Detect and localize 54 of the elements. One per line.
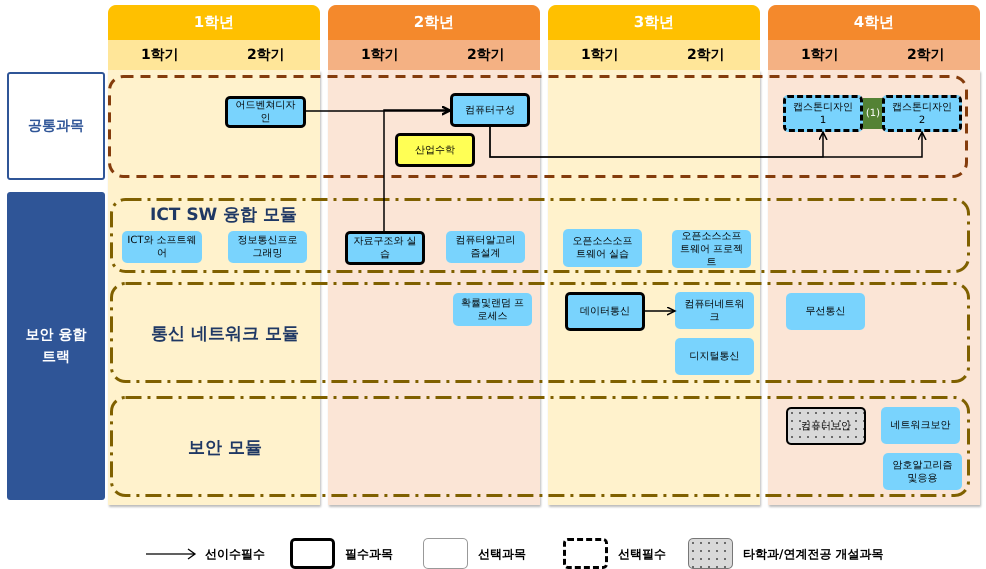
course-box: 캡스톤디자인2	[882, 95, 962, 132]
course-box: 컴퓨터보안	[786, 407, 866, 445]
year-header-block	[548, 5, 760, 70]
arrow	[489, 127, 927, 158]
year-header-block	[108, 5, 320, 70]
arrow	[383, 105, 451, 231]
year-header: 3학년	[548, 5, 760, 40]
course-box: 확률및랜덤 프로세스	[453, 293, 532, 326]
course-box: ICT와 소프트웨어	[122, 231, 202, 263]
sequence-tag: (1)	[863, 98, 883, 129]
semester-label: 2학기	[247, 46, 285, 64]
semester-label: 1학기	[581, 46, 619, 64]
module-region	[110, 282, 970, 383]
row-header: 공통과목	[7, 72, 105, 180]
legend-label: 타학과/연계전공 개설과목	[743, 546, 884, 563]
module-region	[110, 396, 970, 497]
course-box: 어드벤쳐디자인	[225, 96, 306, 128]
year-header-block	[328, 5, 540, 70]
row-header: 보안 융합트랙	[7, 192, 105, 500]
course-box: 컴퓨터구성	[450, 93, 530, 127]
semester-label: 2학기	[687, 46, 725, 64]
dashed-region	[108, 75, 968, 178]
course-box: 네트워크보안	[881, 407, 960, 444]
legend-label: 필수과목	[345, 546, 393, 563]
course-box: 오픈소스소프트웨어 프로젝트	[672, 230, 751, 268]
legend-label: 선택과목	[478, 546, 526, 563]
course-box: 컴퓨터네트워크	[675, 292, 754, 329]
year-header: 2학년	[328, 5, 540, 40]
legend-label: 선택필수	[618, 546, 666, 563]
arrow	[645, 306, 676, 316]
course-box: 오픈소스소프트웨어 실습	[563, 229, 642, 267]
course-box: 무선통신	[786, 293, 865, 330]
semester-label: 1학기	[141, 46, 179, 64]
year-header: 4학년	[768, 5, 980, 40]
year-header: 1학년	[108, 5, 320, 40]
module-title: ICT SW 융합 모듈	[150, 204, 298, 226]
course-box: 정보통신프로그래밍	[228, 231, 307, 263]
year-header-block	[768, 5, 980, 70]
semester-label: 1학기	[801, 46, 839, 64]
semester-label: 1학기	[361, 46, 399, 64]
module-title: 통신 네트워크 모듈	[150, 322, 300, 344]
course-box: 데이터통신	[565, 292, 645, 331]
module-region	[110, 198, 970, 273]
course-box: 산업수학	[395, 133, 475, 167]
course-box: 디지털통신	[675, 338, 754, 375]
course-box: 캡스톤디자인1	[783, 95, 863, 132]
arrow	[306, 106, 451, 116]
course-box: 컴퓨터알고리즘설계	[446, 231, 525, 263]
course-box: 자료구조와 실습	[345, 231, 425, 265]
course-box: 암호알고리즘및응용	[883, 453, 962, 490]
module-title: 보안 모듈	[187, 436, 263, 458]
semester-label: 2학기	[467, 46, 505, 64]
legend-label: 선이수필수	[205, 546, 265, 563]
semester-label: 2학기	[907, 46, 945, 64]
